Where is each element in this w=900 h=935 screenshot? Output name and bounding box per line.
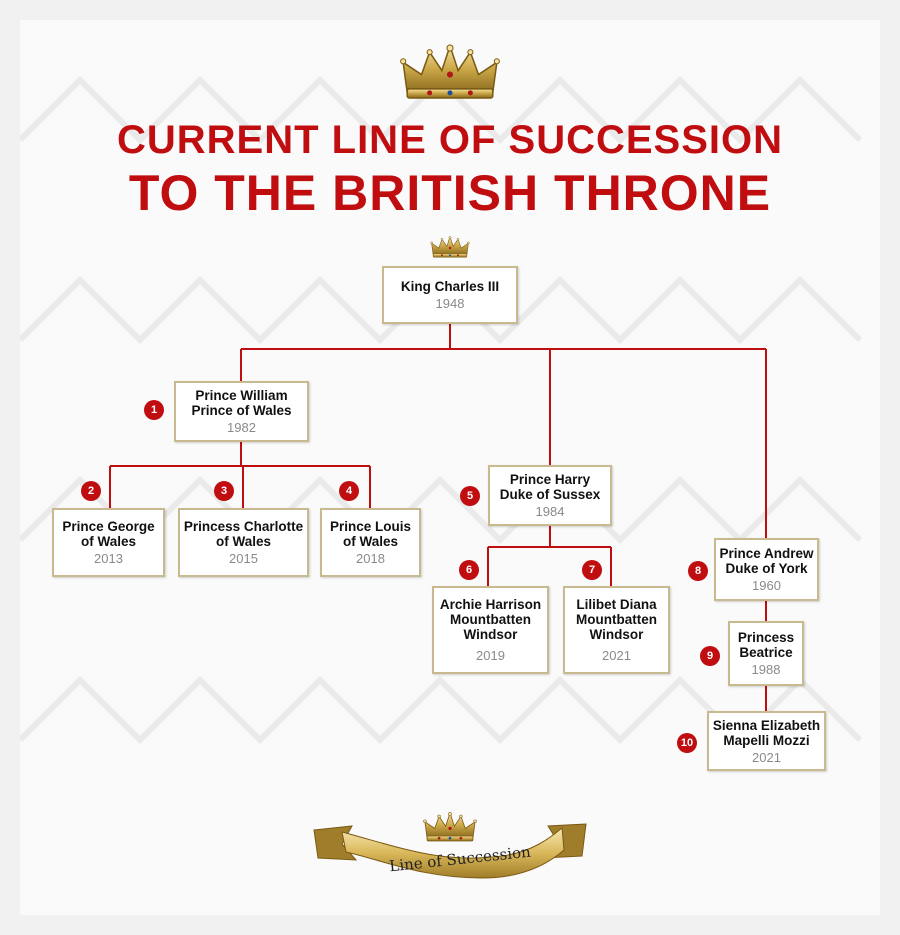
node-princess-charlotte: Princess Charlotte of Wales 2015 (178, 508, 309, 577)
node-sienna: Sienna Elizabeth Mapelli Mozzi 2021 (707, 711, 826, 771)
ribbon-banner (313, 823, 587, 879)
node-year: 1984 (535, 504, 565, 519)
node-year: 2021 (602, 648, 631, 663)
node-year: 1948 (435, 296, 465, 311)
rank-badge: 8 (688, 561, 708, 581)
node-prince-andrew: Prince Andrew Duke of York 1960 (714, 538, 819, 601)
node-prince-william: Prince William Prince of Wales 1982 (174, 381, 309, 442)
node-king-charles: King Charles III 1948 (382, 266, 518, 324)
node-name: Prince Andrew Duke of York (719, 546, 814, 576)
rank-badge: 7 (582, 560, 602, 580)
node-year: 1960 (752, 578, 781, 593)
node-name: Princess Beatrice (737, 630, 795, 660)
node-princess-beatrice: Princess Beatrice 1988 (728, 621, 804, 686)
node-name: Prince Harry Duke of Sussex (499, 472, 601, 502)
rank-badge: 4 (339, 481, 359, 501)
rank-badge: 1 (144, 400, 164, 420)
node-lilibet: Lilibet Diana Mountbatten Windsor 2021 (563, 586, 670, 674)
node-name: Archie Harrison Mountbatten Windsor (439, 597, 542, 642)
node-year: 2019 (476, 648, 505, 663)
node-year: 2021 (752, 749, 781, 765)
rank-badge: 9 (700, 646, 720, 666)
rank-badge: 3 (214, 481, 234, 501)
node-name: Prince Louis of Wales (329, 519, 412, 549)
title-line-1: CURRENT LINE OF SUCCESSION (116, 118, 784, 162)
node-name: Princess Charlotte of Wales (183, 519, 304, 549)
node-archie: Archie Harrison Mountbatten Windsor 2019 (432, 586, 549, 674)
rank-badge: 5 (460, 486, 480, 506)
rank-badge: 6 (459, 560, 479, 580)
node-name: Prince George of Wales (62, 519, 155, 549)
title-line-2: TO THE BRITISH THRONE (128, 165, 772, 221)
node-year: 2015 (229, 551, 258, 566)
node-name: Prince William Prince of Wales (191, 388, 292, 418)
node-year: 1988 (751, 662, 781, 677)
node-name: Sienna Elizabeth Mapelli Mozzi (712, 717, 821, 748)
node-name: King Charles III (400, 279, 500, 294)
node-prince-george: Prince George of Wales 2013 (52, 508, 165, 577)
node-prince-harry: Prince Harry Duke of Sussex 1984 (488, 465, 612, 526)
rank-badge: 2 (81, 481, 101, 501)
node-year: 2018 (356, 551, 385, 566)
node-prince-louis: Prince Louis of Wales 2018 (320, 508, 421, 577)
node-name: Lilibet Diana Mountbatten Windsor (576, 597, 657, 642)
node-year: 1982 (227, 420, 256, 435)
rank-badge: 10 (677, 733, 697, 753)
node-year: 2013 (94, 551, 123, 566)
